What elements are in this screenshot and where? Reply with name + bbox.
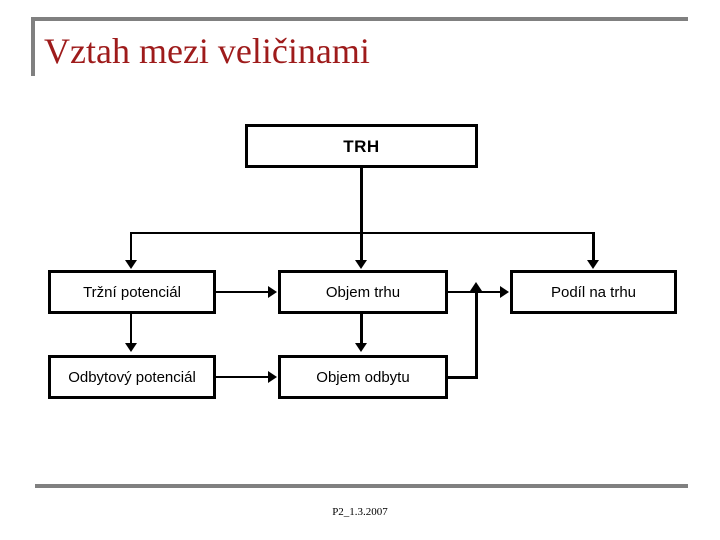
connector-trh-to-trzni-potencial bbox=[130, 232, 132, 262]
node-podil-na-trhu[interactable]: Podíl na trhu bbox=[510, 270, 677, 314]
connector-trzni-potencial-to-objem-trhu bbox=[216, 291, 270, 293]
node-odbytovy-potencial[interactable]: Odbytový potenciál bbox=[48, 355, 216, 399]
arrow-trzni-potencial-to-odbytovy-potencial bbox=[125, 343, 137, 352]
node-trh[interactable]: TRH bbox=[245, 124, 478, 168]
arrow-trh-to-podil-na-trhu bbox=[587, 260, 599, 269]
node-trzni-potencial-label: Tržní potenciál bbox=[83, 283, 181, 301]
connector-objem-trhu-to-objem-odbytu bbox=[360, 313, 363, 345]
page-title: Vztah mezi veličinami bbox=[44, 31, 370, 71]
arrow-odbytovy-potencial-to-objem-odbytu bbox=[268, 371, 277, 383]
node-odbytovy-potencial-label: Odbytový potenciál bbox=[68, 368, 196, 386]
node-podil-na-trhu-label: Podíl na trhu bbox=[550, 283, 637, 301]
connector-trzni-potencial-to-odbytovy-potencial bbox=[130, 313, 132, 345]
arrow-objem-odbytu-to-podil-na-trhu bbox=[470, 282, 482, 291]
footer-rule bbox=[35, 484, 688, 488]
connector-trh-to-objem-trhu bbox=[360, 232, 363, 262]
connector-objem-odbytu-elbow-h bbox=[448, 376, 478, 379]
node-trh-label: TRH bbox=[343, 136, 380, 156]
footer-text: P2_1.3.2007 bbox=[332, 506, 388, 518]
flowchart-diagram: TRH Tržní potenciál Objem trhu Podíl na … bbox=[48, 124, 677, 399]
title-rule-top bbox=[31, 17, 688, 21]
title-rule-left bbox=[31, 17, 35, 76]
node-objem-odbytu[interactable]: Objem odbytu bbox=[278, 355, 448, 399]
arrow-trzni-potencial-to-objem-trhu bbox=[268, 286, 277, 298]
arrow-objem-trhu-to-objem-odbytu bbox=[355, 343, 367, 352]
node-objem-trhu[interactable]: Objem trhu bbox=[278, 270, 448, 314]
connector-odbytovy-potencial-to-objem-odbytu bbox=[216, 376, 270, 378]
connector-trh-trunk bbox=[360, 167, 363, 233]
connector-trh-to-podil-na-trhu bbox=[592, 232, 595, 262]
node-trzni-potencial[interactable]: Tržní potenciál bbox=[48, 270, 216, 314]
arrow-trh-to-trzni-potencial bbox=[125, 260, 137, 269]
connector-objem-odbytu-elbow-v bbox=[475, 290, 478, 379]
node-objem-trhu-label: Objem trhu bbox=[325, 283, 401, 301]
node-objem-odbytu-label: Objem odbytu bbox=[316, 368, 410, 386]
arrow-trh-to-objem-trhu bbox=[355, 260, 367, 269]
arrow-objem-trhu-to-podil-na-trhu bbox=[500, 286, 509, 298]
